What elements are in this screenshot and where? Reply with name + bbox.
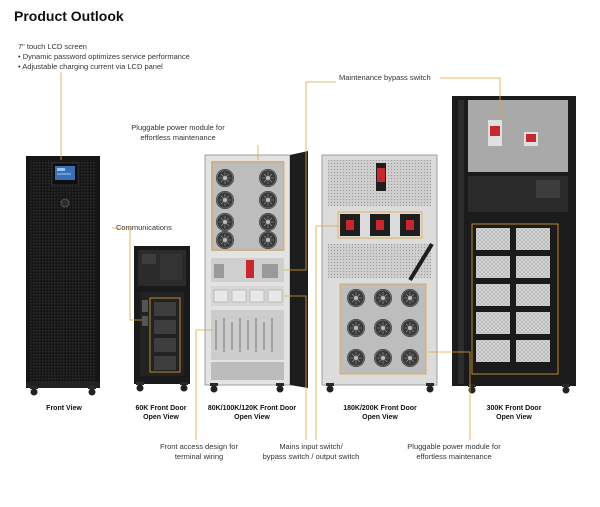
- caption-line: 80K/100K/120K Front Door: [207, 405, 297, 412]
- lcd-callout-bullet: • Adjustable charging current via LCD pa…: [18, 62, 163, 71]
- caption-line: 60K Front Door: [135, 405, 187, 412]
- switch-icon: [246, 260, 254, 278]
- callout-line-2: terminal wiring: [174, 452, 224, 461]
- maintenance-bypass-callout: Maintenance bypass switch: [339, 73, 431, 82]
- caption-300k: 300K Front Door Open View: [462, 404, 566, 422]
- communications-port: [142, 300, 148, 312]
- caption-60k: 60K Front Door Open View: [124, 404, 198, 422]
- callout-line-2: bypass switch / output switch: [262, 452, 360, 461]
- callout-line-1: Front access design for: [160, 442, 238, 451]
- caption-line: Open View: [143, 414, 179, 421]
- page-title: Product Outlook: [14, 8, 124, 24]
- caption-180k-200k: 180K/200K Front Door Open View: [328, 404, 432, 422]
- caption-line: Open View: [496, 414, 532, 421]
- ups-cabinet-300k: [452, 96, 576, 394]
- pluggable-module-callout-top: Pluggable power module for effortless ma…: [122, 123, 234, 143]
- caption-line: Open View: [234, 414, 270, 421]
- mains-switch-callout: Mains input switch/ bypass switch / outp…: [250, 442, 372, 462]
- ups-cabinet-60k: [134, 246, 190, 392]
- communications-callout: Communications: [116, 223, 172, 232]
- lcd-callout: 7" touch LCD screen • Dynamic password o…: [18, 42, 190, 72]
- callout-line-1: Pluggable power module for: [407, 442, 501, 451]
- lcd-callout-title: 7" touch LCD screen: [18, 42, 87, 51]
- maintenance-bypass-switch-icon: [377, 168, 385, 182]
- callout-line-1: Mains input switch/: [279, 442, 343, 451]
- pluggable-module-callout-bottom: Pluggable power module for effortless ma…: [398, 442, 510, 462]
- ups-cabinet-180k-200k: [321, 154, 438, 393]
- ups-cabinet-80k-120k: [204, 151, 308, 393]
- caption-line: 300K Front Door: [486, 405, 542, 412]
- callout-line-2: effortless maintenance: [416, 452, 492, 461]
- callout-line-1: Pluggable power module for: [131, 123, 225, 132]
- front-access-callout: Front access design for terminal wiring: [152, 442, 246, 462]
- callout-lines: [60, 72, 501, 440]
- caption-line: Front View: [46, 405, 82, 412]
- callout-line-2: effortless maintenance: [140, 133, 216, 142]
- lcd-callout-bullet: • Dynamic password optimizes service per…: [18, 52, 190, 61]
- caption-80k-120k: 80K/100K/120K Front Door Open View: [200, 404, 304, 422]
- caption-line: Open View: [362, 414, 398, 421]
- caption-front-view: Front View: [28, 404, 100, 413]
- power-button-icon: [60, 198, 70, 208]
- caption-line: 180K/200K Front Door: [343, 405, 417, 412]
- ups-cabinet-front-view: [26, 156, 100, 396]
